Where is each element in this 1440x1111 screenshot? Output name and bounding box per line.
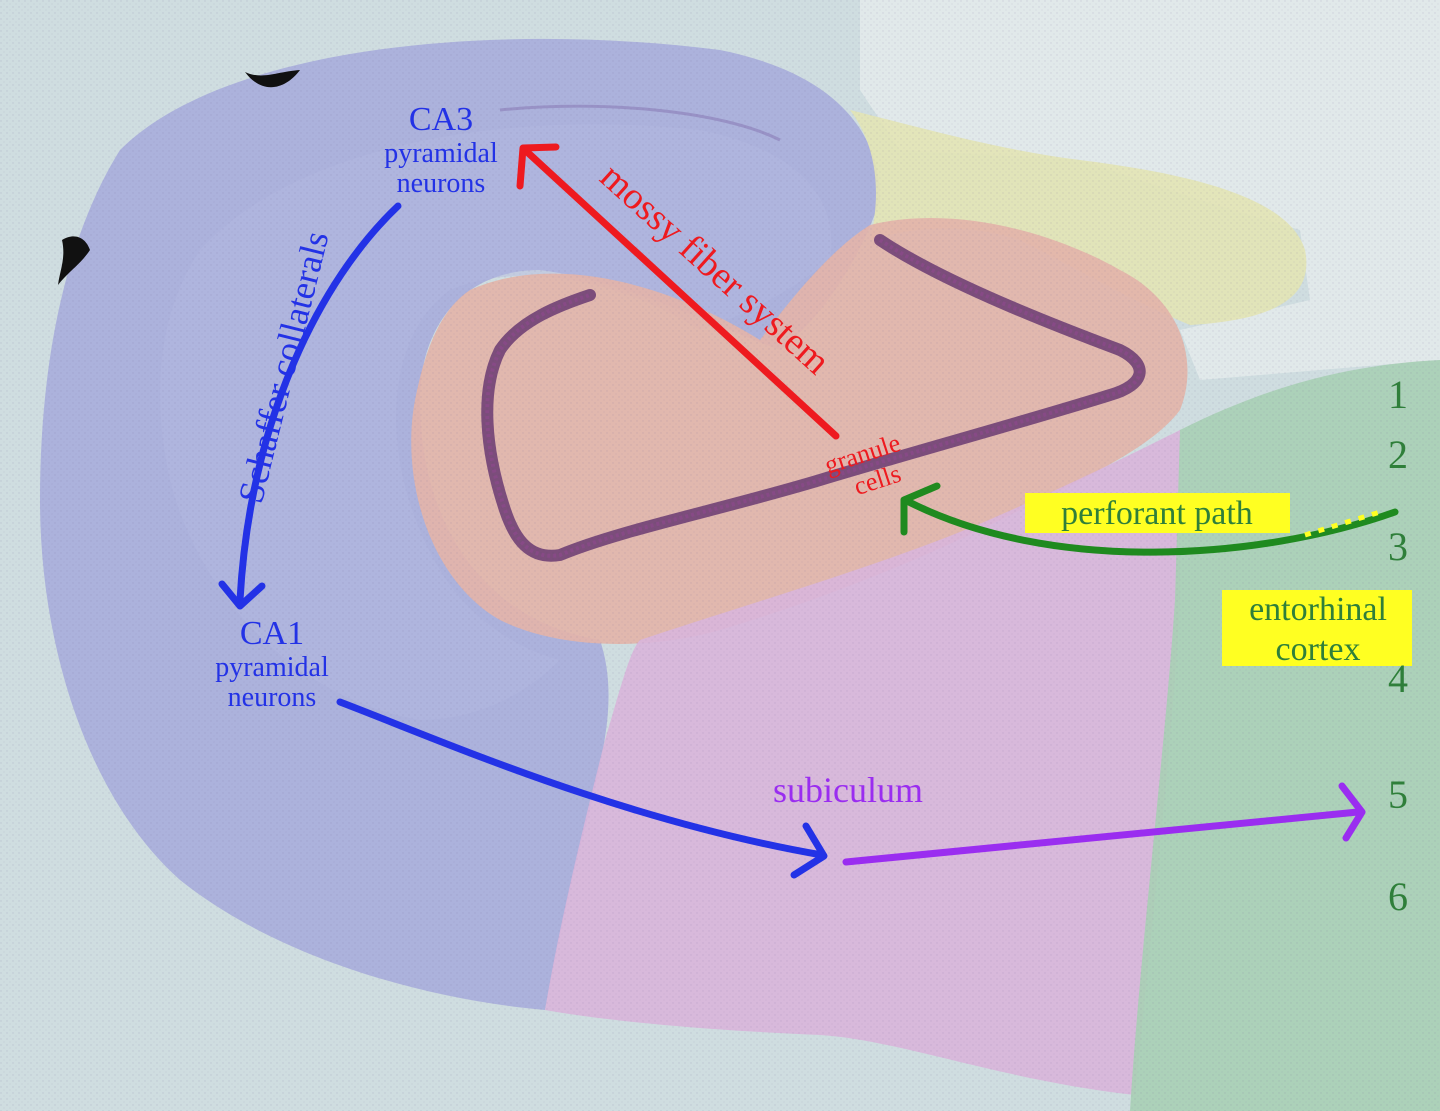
- mossy-fiber-arrowhead-icon: [516, 143, 560, 190]
- ca3-pyramidal-layer: [499, 104, 781, 142]
- ca1-title: CA1: [240, 615, 304, 652]
- subiculum-to-entorhinal-arrow: [842, 808, 1362, 866]
- schaffer-collaterals-arrow: [236, 202, 402, 604]
- layer-number-3: 3: [1388, 524, 1408, 569]
- layer-number-5: 5: [1388, 772, 1408, 817]
- layer-number-1: 1: [1388, 372, 1408, 417]
- mossy-fiber-arrow: [521, 146, 840, 440]
- subiculum-label: subiculum: [773, 770, 923, 810]
- layer-number-2: 2: [1388, 432, 1408, 477]
- cortical-layer-numbers: 1 2 3 4 5 6: [1388, 372, 1408, 919]
- entorhinal-highlight-line2: [1222, 628, 1412, 666]
- ca3-title: CA3: [409, 101, 473, 138]
- layer-number-4: 4: [1388, 656, 1408, 701]
- ca1-arrowhead-icon: [790, 822, 828, 879]
- layer-number-6: 6: [1388, 874, 1408, 919]
- ca3-subtitle-line2: neurons: [397, 168, 486, 199]
- perforant-path-arrowhead-icon: [900, 482, 941, 536]
- entorhinal-label-line2: cortex: [1276, 631, 1361, 668]
- perforant-path-arrow: [901, 496, 1399, 556]
- entorhinal-label-line1: entorhinal: [1249, 591, 1387, 628]
- ca3-subtitle-line1: pyramidal: [384, 138, 498, 169]
- tissue-fold-left: [58, 236, 90, 285]
- entorhinal-highlight-line1: [1222, 590, 1412, 628]
- granule-cell-layer-texture: [485, 238, 1142, 558]
- subiculum-arrowhead-icon: [1338, 782, 1366, 842]
- perforant-path-label: perforant path: [1061, 495, 1253, 532]
- ca1-subtitle-line1: pyramidal: [215, 652, 329, 683]
- perforant-path-highlight: [1025, 493, 1290, 533]
- ca1-to-subiculum-arrow: [336, 698, 826, 859]
- tissue-fold-top: [245, 70, 300, 88]
- ca1-subtitle-line2: neurons: [228, 682, 317, 713]
- schaffer-arrowhead-icon: [218, 580, 266, 610]
